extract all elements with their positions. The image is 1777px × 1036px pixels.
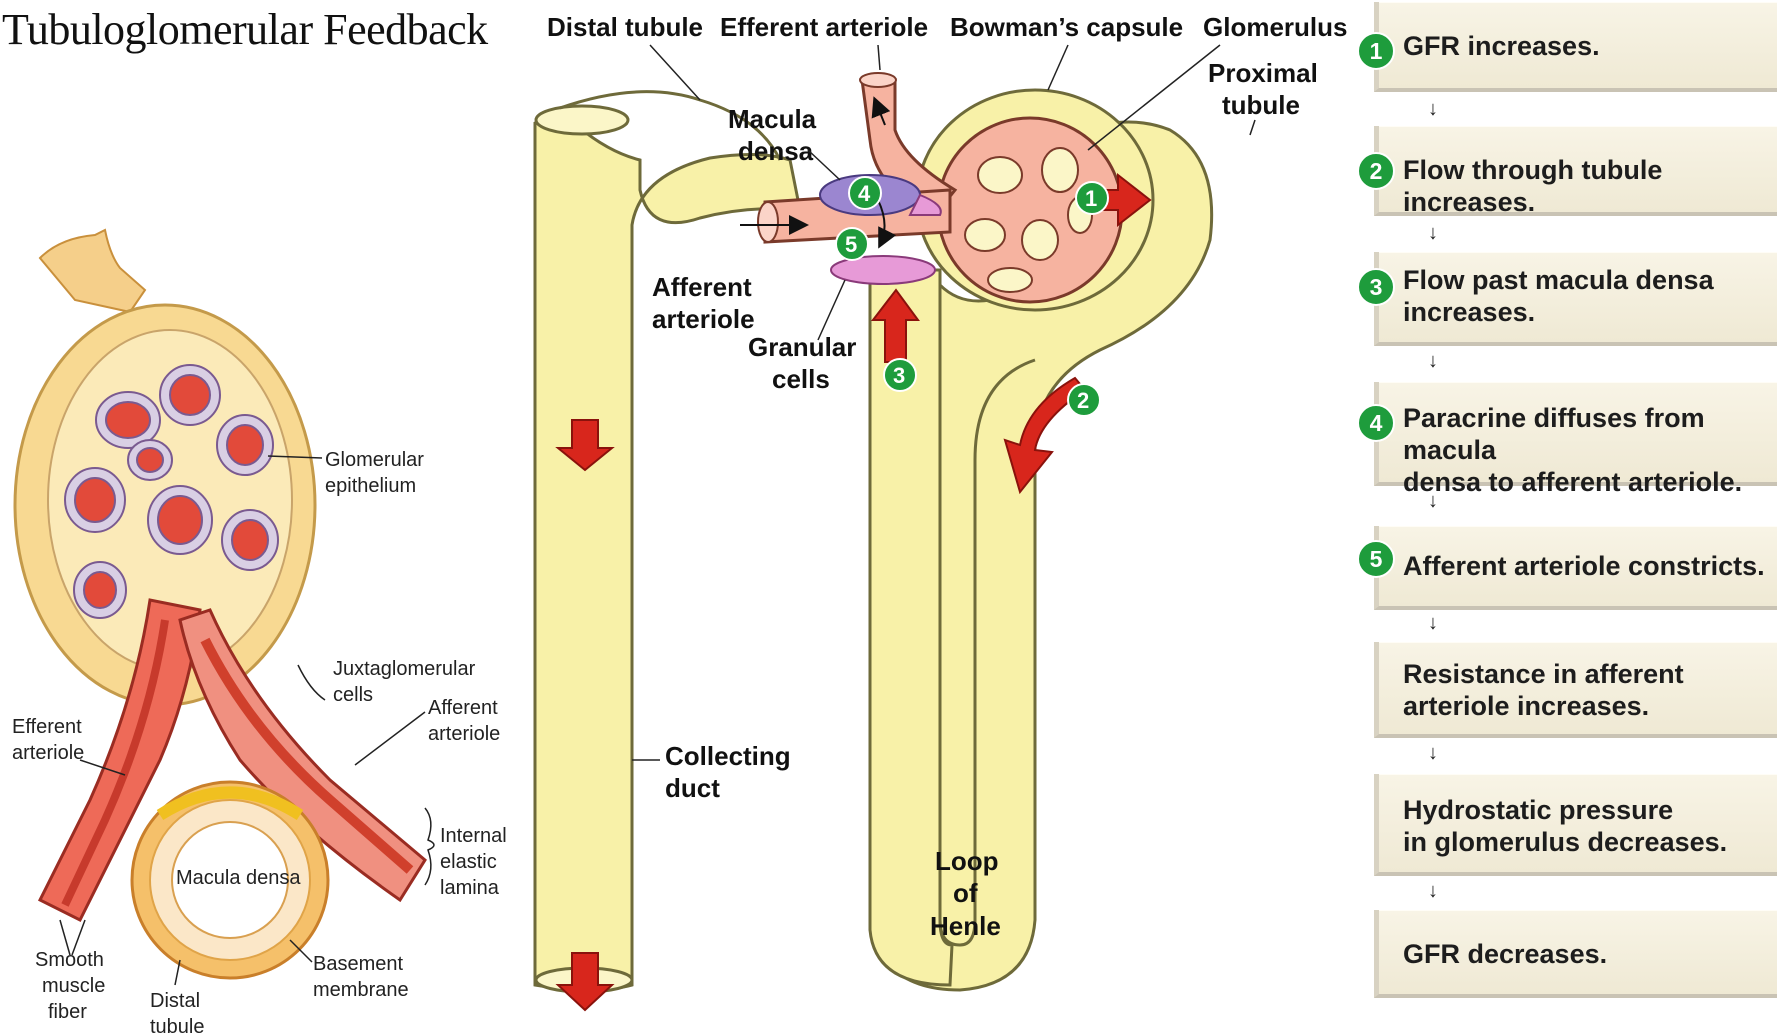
- label-macula-1: Macula: [728, 104, 817, 134]
- label-internal-elastic-1: Internal: [440, 825, 507, 847]
- label-granular-2: cells: [772, 364, 830, 394]
- flow-arrow-7: ↓: [1428, 880, 1438, 903]
- marker-1: 1: [1076, 182, 1108, 214]
- label-basement-1: Basement: [313, 953, 403, 975]
- proximal-tubule-neck: [40, 230, 145, 312]
- flow-arrow-5: ↓: [1428, 612, 1438, 635]
- flow-arrow-2: ↓: [1428, 222, 1438, 245]
- label-efferent-left-2: arteriole: [12, 742, 84, 764]
- svg-text:3: 3: [893, 363, 905, 388]
- marker-4: 4: [849, 177, 881, 209]
- flow-step-1-marker: 1: [1357, 32, 1395, 70]
- label-afferent-left-1: Afferent: [428, 697, 498, 719]
- marker-5: 5: [836, 228, 868, 260]
- marker-3: 3: [884, 359, 916, 391]
- flow-step-4-marker: 4: [1357, 404, 1395, 442]
- label-collecting-2: duct: [665, 773, 720, 803]
- label-loop-2: of: [953, 878, 978, 908]
- flow-step-2: Flow through tubule increases.: [1374, 126, 1777, 216]
- svg-text:2: 2: [1077, 388, 1089, 413]
- flow-step-5-marker: 5: [1357, 540, 1395, 578]
- nephron-diagram: 1 2 3 4 5 Distal tubule Efferent a: [535, 12, 1347, 1010]
- label-macula-densa-left: Macula densa: [176, 867, 301, 889]
- flow-step-3: Flow past macula densa increases.: [1374, 252, 1777, 346]
- label-glomerular-epithelium-1: Glomerular: [325, 449, 424, 471]
- label-proximal-2: tubule: [1222, 90, 1300, 120]
- label-proximal-1: Proximal: [1208, 58, 1318, 88]
- label-internal-elastic-2: elastic: [440, 851, 497, 873]
- label-afferent-2: arteriole: [652, 304, 755, 334]
- label-basement-2: membrane: [313, 979, 409, 1001]
- flow-step-4: Paracrine diffuses from macula densa to …: [1374, 382, 1777, 486]
- flow-arrow-6: ↓: [1428, 742, 1438, 765]
- flow-step-3-marker: 3: [1357, 268, 1395, 306]
- flow-arrow-1: ↓: [1428, 98, 1438, 121]
- label-smooth-muscle-2: muscle: [42, 975, 105, 997]
- label-juxtaglomerular-1: Juxtaglomerular: [333, 658, 476, 680]
- flow-step-8: GFR decreases.: [1374, 910, 1777, 998]
- label-juxtaglomerular-2: cells: [333, 684, 373, 706]
- label-internal-elastic-3: lamina: [440, 877, 500, 899]
- flow-arrow-4: ↓: [1428, 490, 1438, 513]
- svg-text:1: 1: [1085, 186, 1097, 211]
- label-loop-1: Loop: [935, 846, 999, 876]
- label-smooth-muscle-1: Smooth: [35, 949, 104, 971]
- svg-text:4: 4: [858, 181, 871, 206]
- label-glomerular-epithelium-2: epithelium: [325, 475, 416, 497]
- flow-step-7: Hydrostatic pressure in glomerulus decre…: [1374, 774, 1777, 876]
- label-distal-tubule-left-2: tubule: [150, 1016, 205, 1036]
- label-distal-tubule-left-1: Distal: [150, 990, 200, 1012]
- label-bowmans-capsule: Bowman’s capsule: [950, 12, 1183, 42]
- label-distal-tubule: Distal tubule: [547, 12, 703, 42]
- collecting-duct: [535, 110, 800, 990]
- granular-cells: [831, 256, 935, 284]
- label-glomerulus: Glomerulus: [1203, 12, 1347, 42]
- flow-step-5: Afferent arteriole constricts.: [1374, 526, 1777, 610]
- label-granular-1: Granular: [748, 332, 856, 362]
- label-efferent-left-1: Efferent: [12, 716, 82, 738]
- left-illustration: Glomerular epithelium Juxtaglomerular ce…: [12, 230, 507, 1036]
- svg-text:5: 5: [845, 232, 857, 257]
- flow-step-6: Resistance in afferent arteriole increas…: [1374, 642, 1777, 738]
- marker-2: 2: [1068, 384, 1100, 416]
- label-afferent-1: Afferent: [652, 272, 752, 302]
- label-macula-2: densa: [738, 136, 814, 166]
- label-collecting-1: Collecting: [665, 741, 791, 771]
- label-efferent-arteriole: Efferent arteriole: [720, 12, 928, 42]
- label-loop-3: Henle: [930, 911, 1001, 941]
- label-afferent-left-2: arteriole: [428, 723, 500, 745]
- flow-step-1: GFR increases.: [1374, 2, 1777, 92]
- flow-step-2-marker: 2: [1357, 152, 1395, 190]
- flow-arrow-3: ↓: [1428, 350, 1438, 373]
- label-smooth-muscle-3: fiber: [48, 1001, 87, 1023]
